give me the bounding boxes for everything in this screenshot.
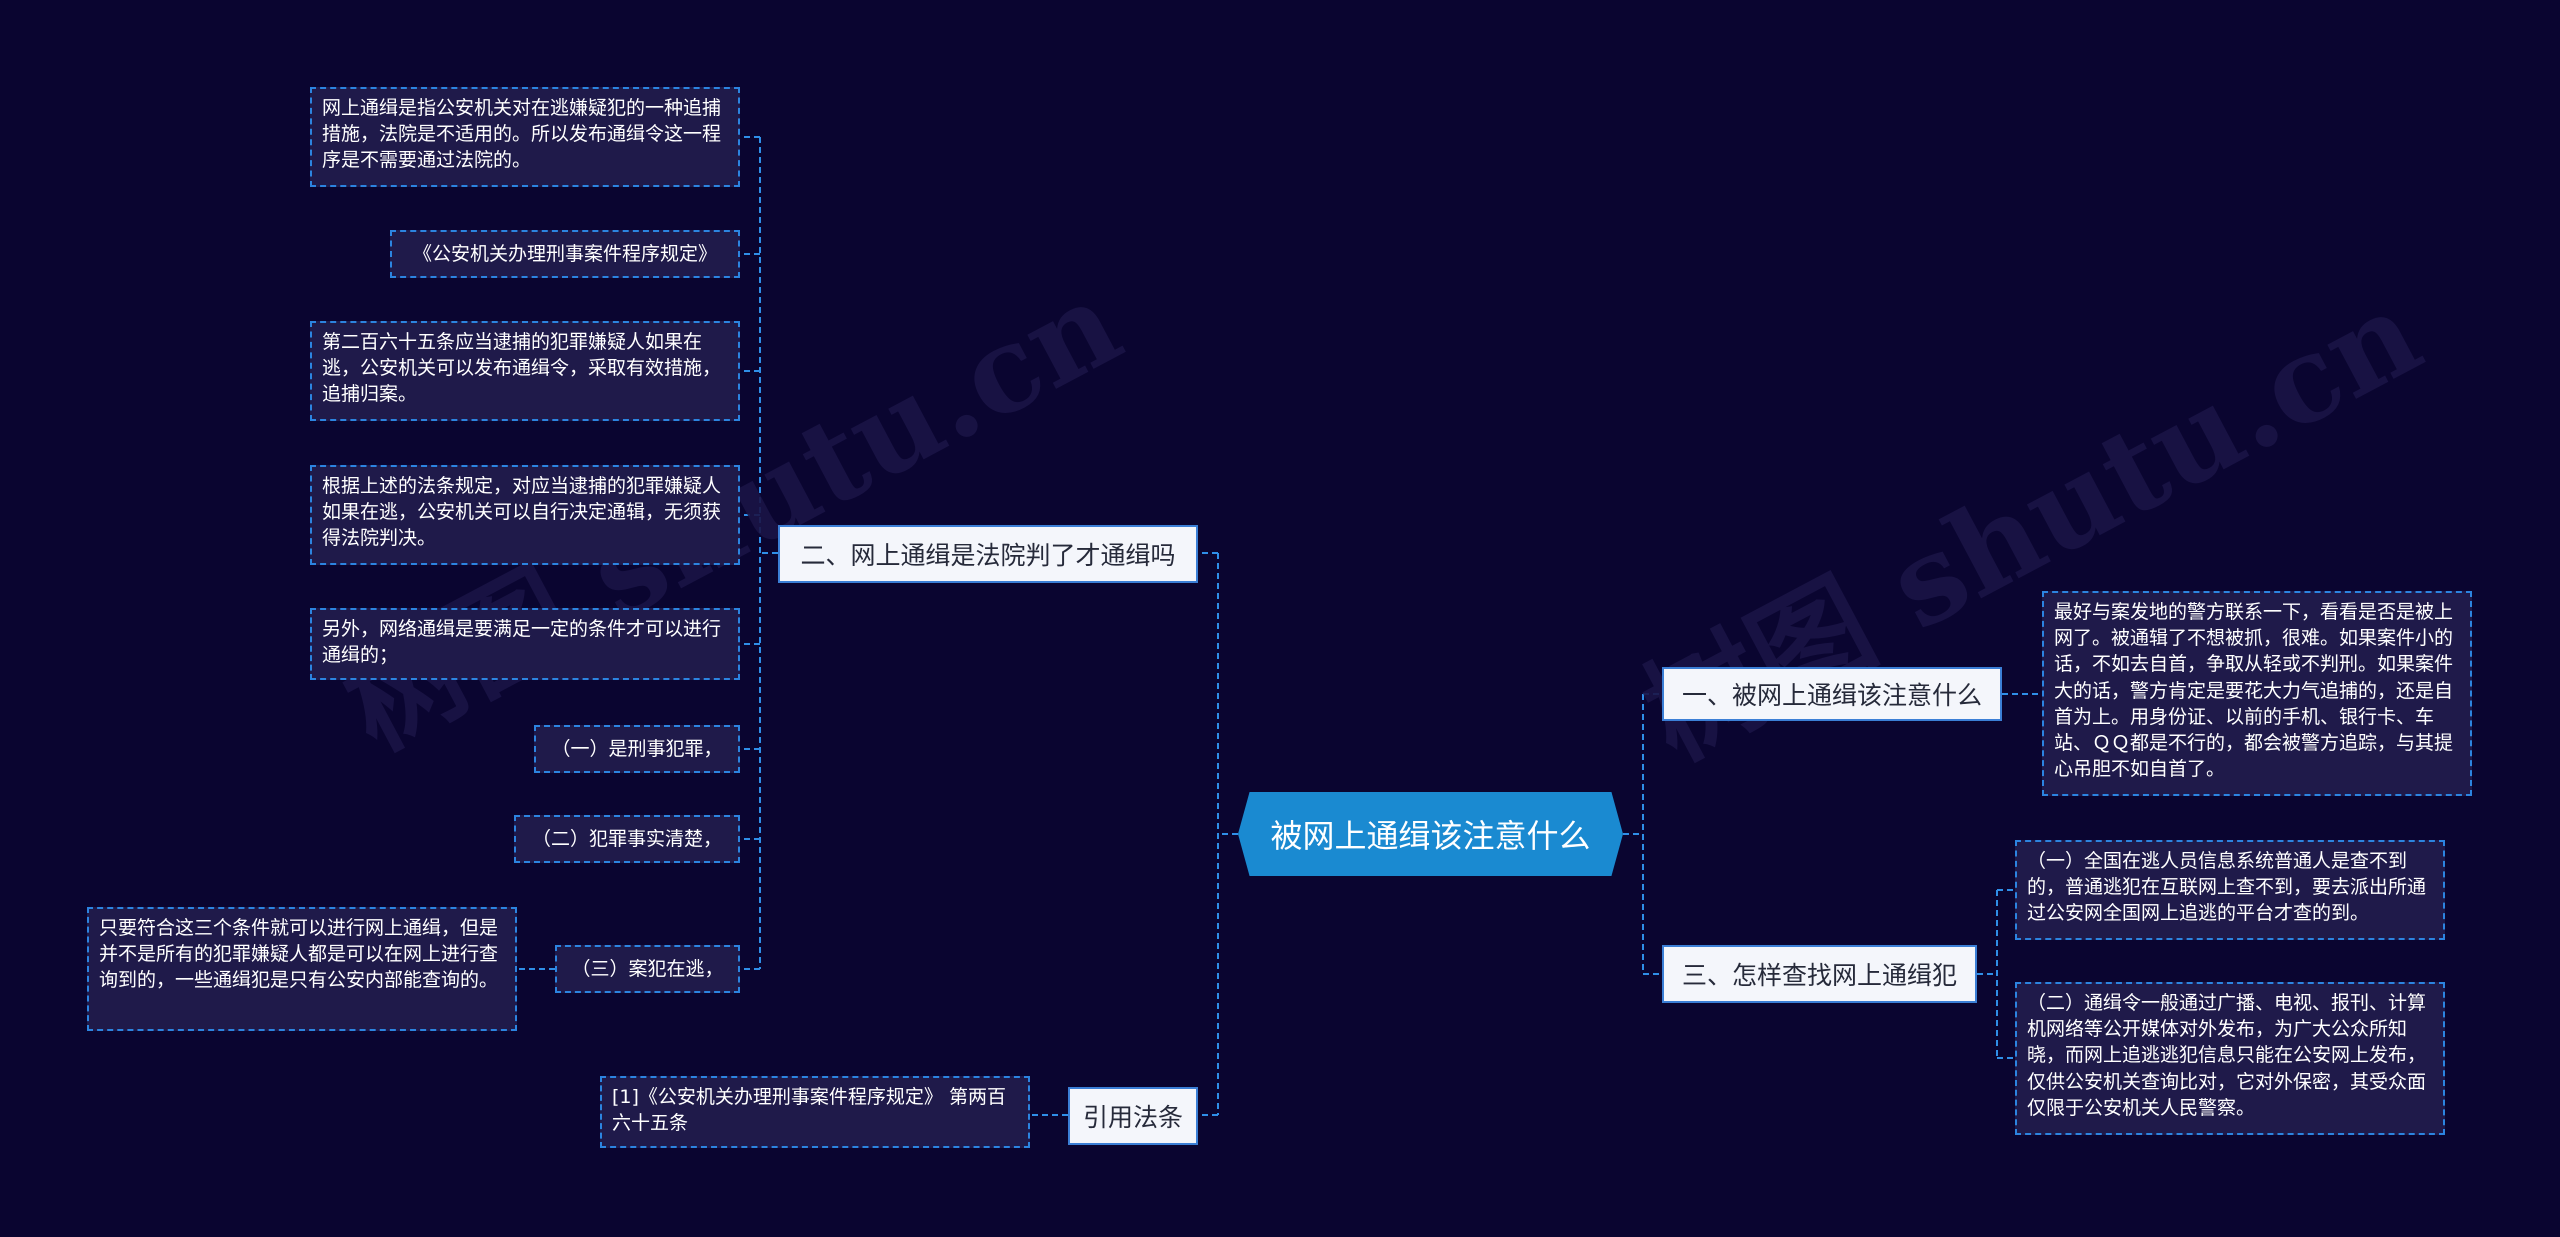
leaf-conditions-intro[interactable]: 另外，网络通缉是要满足一定的条件才可以进行通缉的； — [310, 608, 740, 680]
leaf-regulation-title[interactable]: 《公安机关办理刑事案件程序规定》 — [390, 230, 740, 278]
leaf-definition[interactable]: 网上通缉是指公安机关对在逃嫌疑犯的一种追捕措施，法院是不适用的。所以发布通缉令这… — [310, 87, 740, 187]
leaf-conclusion[interactable]: 根据上述的法条规定，对应当逮捕的犯罪嫌疑人如果在逃，公安机关可以自行决定通辑，无… — [310, 465, 740, 565]
leaf-method-1[interactable]: （一）全国在逃人员信息系统普通人是查不到的，普通逃犯在互联网上查不到，要去派出所… — [2015, 840, 2445, 940]
leaf-article-265[interactable]: 第二百六十五条应当逮捕的犯罪嫌疑人如果在逃，公安机关可以发布通缉令，采取有效措施… — [310, 321, 740, 421]
branch-court-judgment[interactable]: 二、网上通缉是法院判了才通缉吗 — [778, 525, 1198, 583]
central-topic[interactable]: 被网上通缉该注意什么 — [1238, 792, 1623, 876]
leaf-condition-3[interactable]: （三）案犯在逃， — [555, 945, 740, 993]
leaf-contact-police[interactable]: 最好与案发地的警方联系一下，看看是否是被上网了。被通辑了不想被抓，很难。如果案件… — [2042, 591, 2472, 796]
branch-how-to-handle[interactable]: 一、被网上通缉该注意什么 — [1662, 667, 2002, 721]
leaf-citation[interactable]: [1]《公安机关办理刑事案件程序规定》 第两百六十五条 — [600, 1076, 1030, 1148]
leaf-method-2[interactable]: （二）通缉令一般通过广播、电视、报刊、计算机网络等公开媒体对外发布，为广大公众所… — [2015, 982, 2445, 1135]
branch-find-fugitive[interactable]: 三、怎样查找网上通缉犯 — [1662, 945, 1977, 1003]
leaf-condition-1[interactable]: （一）是刑事犯罪， — [534, 725, 740, 773]
leaf-conditions-note[interactable]: 只要符合这三个条件就可以进行网上通缉，但是并不是所有的犯罪嫌疑人都是可以在网上进… — [87, 907, 517, 1031]
branch-cited-law[interactable]: 引用法条 — [1068, 1087, 1198, 1145]
leaf-condition-2[interactable]: （二）犯罪事实清楚， — [514, 815, 740, 863]
